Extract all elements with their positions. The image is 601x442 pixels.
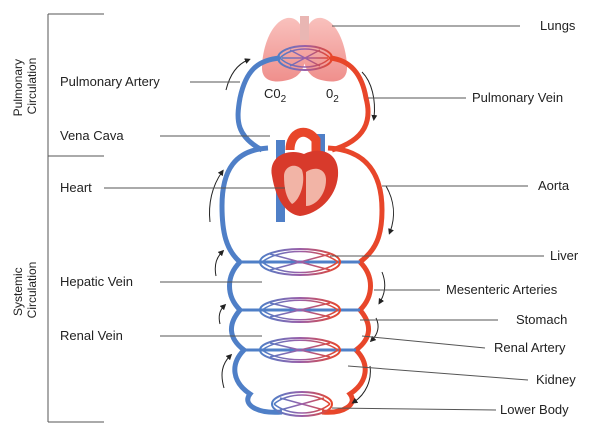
lung-capillary-bed (277, 45, 333, 71)
label-mesenteric-arteries: Mesenteric Arteries (446, 282, 558, 297)
leader-lines (104, 25, 544, 411)
label-hepatic-vein: Hepatic Vein (60, 274, 133, 289)
pulmonary-circulation-label: Pulmonary Circulation (11, 56, 39, 117)
label-stomach: Stomach (516, 312, 567, 327)
liver-capillary-bed (259, 248, 341, 276)
heart-illustration (271, 127, 339, 222)
label-lower-body: Lower Body (500, 402, 569, 417)
lower-body-capillary-bed (271, 391, 333, 417)
co2-label: C02 (264, 86, 287, 105)
label-liver: Liver (550, 248, 579, 263)
label-kidney: Kidney (536, 372, 576, 387)
flow-arrows (209, 58, 394, 404)
label-vena-cava: Vena Cava (60, 128, 124, 143)
section-brackets (47, 13, 104, 423)
label-pulmonary-vein: Pulmonary Vein (472, 90, 563, 105)
label-aorta: Aorta (538, 178, 570, 193)
pulmonary-loop (235, 45, 371, 153)
kidney-capillary-bed (259, 337, 341, 363)
label-renal-vein: Renal Vein (60, 328, 123, 343)
mesenteric-capillary-bed (259, 297, 341, 323)
label-renal-artery: Renal Artery (494, 340, 566, 355)
label-lungs: Lungs (540, 18, 576, 33)
systemic-circulation-label: Systemic Circulation (11, 262, 39, 319)
label-heart: Heart (60, 180, 92, 195)
label-pulmonary-artery: Pulmonary Artery (60, 74, 160, 89)
o2-label: 02 (326, 86, 339, 105)
